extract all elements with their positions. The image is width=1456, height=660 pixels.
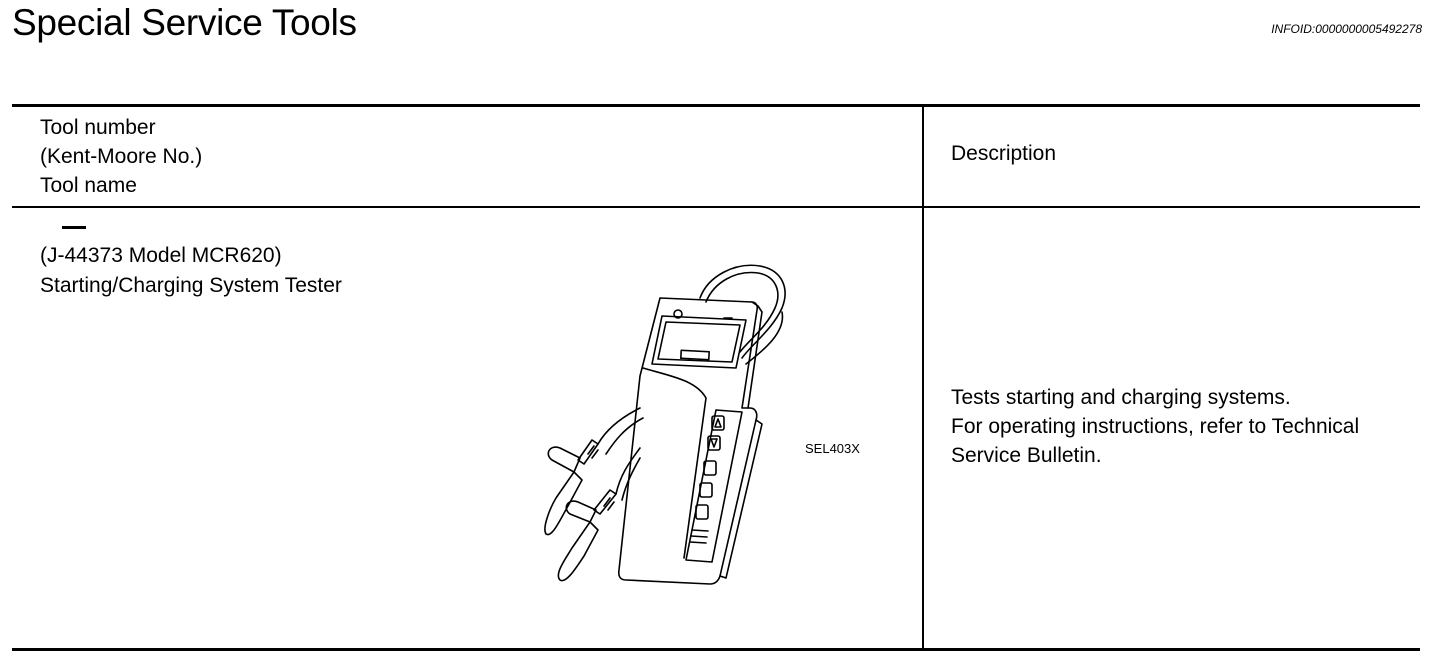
header-description: Description [951, 142, 1057, 165]
header-tool-column: Tool number (Kent-Moore No.) Tool name [40, 113, 202, 200]
column-divider [922, 107, 924, 648]
tool-name: Starting/Charging System Tester [40, 274, 342, 297]
table-bottom-rule [12, 648, 1420, 651]
page-title: Special Service Tools [12, 2, 357, 43]
tool-info: (J-44373 Model MCR620) Starting/Charging… [40, 241, 342, 301]
table-header-rule [12, 206, 1420, 208]
header-tool-number: Tool number [40, 116, 156, 139]
illustration-code: SEL403X [805, 441, 860, 456]
table-top-rule [12, 104, 1420, 107]
description-line: For operating instructions, refer to Tec… [951, 415, 1360, 438]
tester-illustration [544, 264, 786, 585]
description-line: Tests starting and charging systems. [951, 386, 1291, 409]
header-tool-name: Tool name [40, 174, 137, 197]
description-line: Service Bulletin. [951, 444, 1102, 467]
tool-number-dash [62, 226, 86, 229]
kent-moore-number: (J-44373 Model MCR620) [40, 244, 282, 267]
header-kent-moore: (Kent-Moore No.) [40, 145, 203, 168]
info-id: INFOID:0000000005492278 [1271, 22, 1422, 36]
tool-description: Tests starting and charging systems. For… [951, 383, 1359, 470]
